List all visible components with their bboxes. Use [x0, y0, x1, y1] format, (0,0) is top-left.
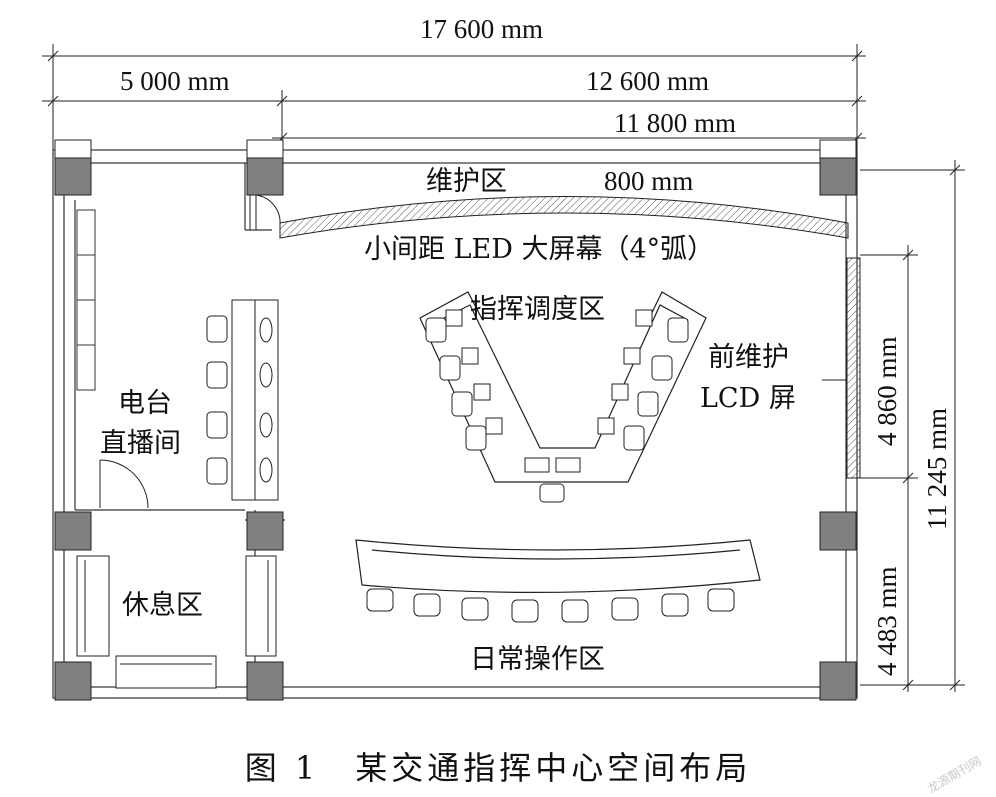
top-dimension-lines [42, 44, 866, 150]
dim-maintenance-depth: 800 mm [604, 166, 694, 196]
rest-furniture [76, 555, 277, 689]
dispatch-chairs [425, 317, 689, 503]
wall-shelf [76, 209, 96, 391]
radio-desk [206, 299, 279, 501]
structural-columns [54, 156, 857, 701]
dim-lower-height: 4 483 mm [872, 566, 902, 676]
zone-led-screen: 小间距 LED 大屏幕（4°弧） [364, 234, 715, 265]
dim-total-height: 11 245 mm [922, 407, 952, 530]
right-dimension-lines [860, 160, 965, 692]
dispatch-desk [419, 291, 707, 503]
zone-rest: 休息区 [122, 590, 203, 621]
radio-door [99, 459, 149, 509]
zone-dispatch: 指挥调度区 [470, 294, 605, 325]
dispatch-monitors [445, 309, 653, 473]
operations-chairs [366, 588, 735, 623]
lcd-wall-screen [846, 257, 861, 479]
operations-desk [355, 539, 761, 623]
dim-screen-width: 11 800 mm [614, 108, 737, 138]
zone-radio-2: 直播间 [100, 428, 181, 459]
led-screen [279, 196, 849, 239]
zone-front-maintenance-2: LCD 屏 [700, 383, 796, 414]
figure-caption: 图 1 某交通指挥中心空间布局 [244, 749, 752, 787]
zone-daily-ops: 日常操作区 [470, 644, 605, 675]
dim-upper-height: 4 860 mm [872, 336, 902, 446]
zone-radio-1: 电台 [118, 388, 172, 419]
zone-maintenance: 维护区 [426, 166, 507, 197]
door [249, 194, 281, 231]
dim-right-width: 12 600 mm [586, 66, 710, 96]
zone-front-maintenance-1: 前维护 [708, 342, 789, 373]
radio-chairs [206, 315, 228, 485]
dim-left-width: 5 000 mm [120, 66, 230, 96]
dim-total-width: 17 600 mm [420, 14, 544, 44]
